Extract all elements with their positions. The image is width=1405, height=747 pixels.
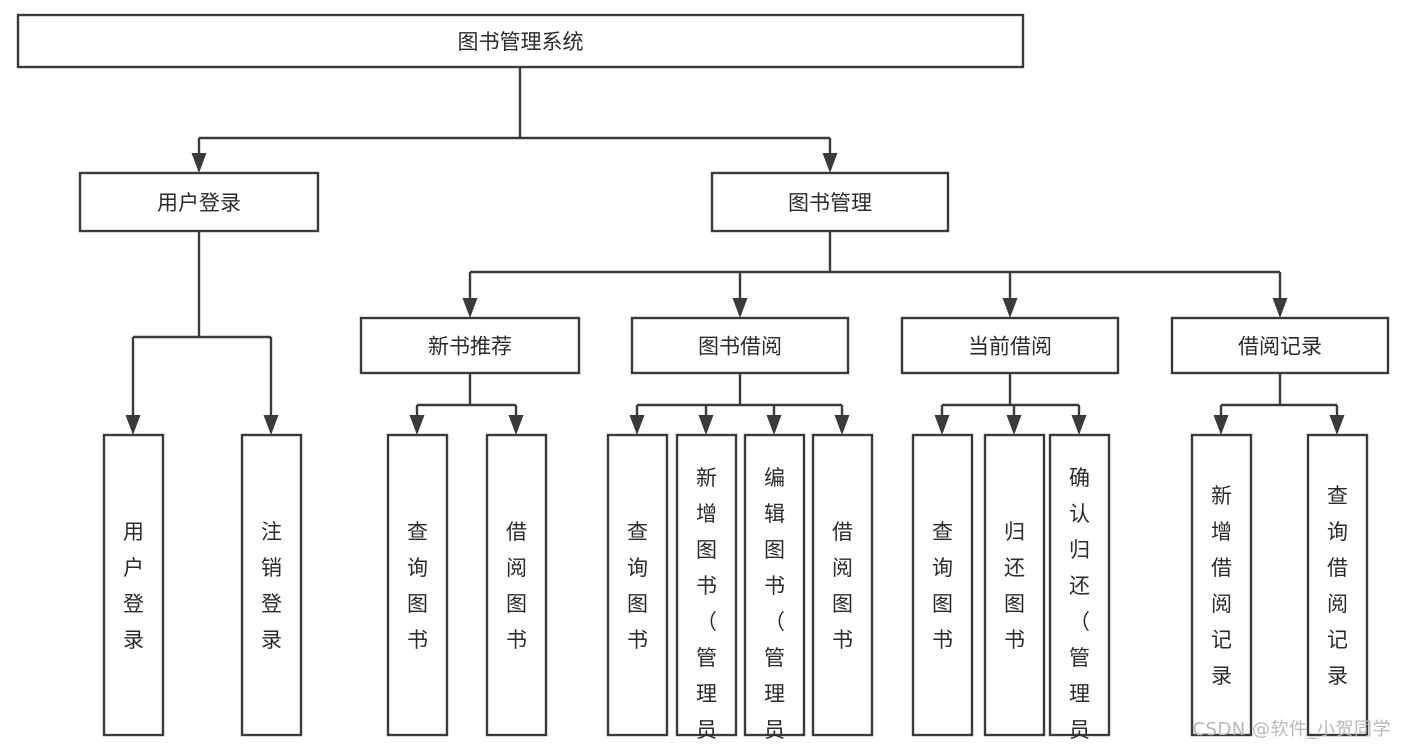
arrow-down-icon: [1213, 415, 1229, 435]
node-layer: 图书管理系统用户登录图书管理新书推荐图书借阅当前借阅借阅记录用户登录注销登录查询…: [16, 13, 1390, 747]
node-new-book-recommend[interactable]: 新书推荐: [359, 316, 581, 375]
arrow-down-icon: [1272, 298, 1288, 318]
node-leaf-query-borrow-record[interactable]: 查询借阅记录: [1306, 433, 1369, 737]
node-box-leaf-query-book-recommend[interactable]: [386, 433, 449, 737]
node-leaf-logout[interactable]: 注销登录: [240, 433, 303, 737]
node-leaf-add-borrow-record[interactable]: 新增借阅记录: [1190, 433, 1253, 737]
node-label-leaf-logout: 注销登录: [261, 520, 282, 652]
node-label-leaf-add-book-admin: 新增图书（管理员）: [696, 466, 717, 747]
arrow-down-icon: [629, 415, 645, 435]
node-borrow-record[interactable]: 借阅记录: [1170, 316, 1390, 375]
node-label-book-management: 图书管理: [788, 191, 872, 215]
node-label-current-borrow: 当前借阅: [968, 335, 1052, 359]
node-leaf-user-login[interactable]: 用户登录: [102, 433, 165, 737]
node-label-leaf-return-book: 归还图书: [1004, 520, 1025, 652]
arrow-down-icon: [263, 415, 279, 435]
arrow-down-icon: [191, 153, 207, 173]
node-label-leaf-confirm-return-admin: 确认归还（管理员）: [1069, 466, 1090, 747]
arrow-down-icon: [125, 415, 141, 435]
node-root[interactable]: 图书管理系统: [16, 13, 1025, 69]
node-label-leaf-query-book: 查询图书: [627, 520, 648, 652]
node-box-leaf-query-borrow-record[interactable]: [1306, 433, 1369, 737]
node-box-leaf-logout[interactable]: [240, 433, 303, 737]
arrow-down-icon: [1329, 415, 1345, 435]
node-leaf-query-book-current[interactable]: 查询图书: [911, 433, 974, 737]
node-label-leaf-add-borrow-record: 新增借阅记录: [1211, 484, 1232, 688]
node-book-borrow[interactable]: 图书借阅: [630, 316, 850, 375]
arrow-down-icon: [1071, 415, 1087, 435]
node-box-leaf-borrow-book[interactable]: [811, 433, 874, 737]
node-leaf-return-book[interactable]: 归还图书: [983, 433, 1046, 737]
node-label-leaf-edit-book-admin: 编辑图书（管理员）: [764, 466, 785, 747]
node-box-user-login[interactable]: [78, 171, 320, 233]
node-label-leaf-borrow-book: 借阅图书: [832, 520, 853, 652]
node-box-leaf-user-login[interactable]: [102, 433, 165, 737]
node-leaf-query-book[interactable]: 查询图书: [606, 433, 669, 737]
node-box-leaf-add-book-admin[interactable]: [675, 433, 738, 737]
node-box-book-borrow[interactable]: [630, 316, 850, 375]
node-user-login[interactable]: 用户登录: [78, 171, 320, 233]
node-box-leaf-confirm-return-admin[interactable]: [1048, 433, 1111, 737]
node-box-current-borrow[interactable]: [900, 316, 1120, 375]
arrow-down-icon: [698, 415, 714, 435]
node-current-borrow[interactable]: 当前借阅: [900, 316, 1120, 375]
node-box-borrow-record[interactable]: [1170, 316, 1390, 375]
node-box-new-book-recommend[interactable]: [359, 316, 581, 375]
node-label-borrow-record: 借阅记录: [1238, 335, 1322, 359]
arrow-down-icon: [508, 415, 524, 435]
arrow-down-icon: [409, 415, 425, 435]
node-leaf-borrow-book[interactable]: 借阅图书: [811, 433, 874, 737]
node-box-leaf-borrow-book-recommend[interactable]: [485, 433, 548, 737]
node-leaf-edit-book-admin[interactable]: 编辑图书（管理员）: [743, 433, 806, 747]
arrow-down-icon: [1002, 298, 1018, 318]
node-label-new-book-recommend: 新书推荐: [428, 335, 512, 359]
node-box-leaf-query-book[interactable]: [606, 433, 669, 737]
node-label-user-login: 用户登录: [157, 191, 241, 215]
node-label-root: 图书管理系统: [458, 30, 584, 54]
node-book-management[interactable]: 图书管理: [710, 171, 950, 233]
arrow-down-icon: [462, 298, 478, 318]
connector-layer: [125, 67, 1345, 435]
node-box-leaf-return-book[interactable]: [983, 433, 1046, 737]
node-label-leaf-query-book-current: 查询图书: [932, 520, 953, 652]
node-box-book-management[interactable]: [710, 171, 950, 233]
arrow-down-icon: [732, 298, 748, 318]
node-box-root[interactable]: [16, 13, 1025, 69]
arrow-down-icon: [1006, 415, 1022, 435]
node-label-leaf-user-login: 用户登录: [123, 520, 144, 652]
node-box-leaf-query-book-current[interactable]: [911, 433, 974, 737]
node-box-leaf-edit-book-admin[interactable]: [743, 433, 806, 737]
node-label-leaf-borrow-book-recommend: 借阅图书: [506, 520, 527, 652]
node-leaf-add-book-admin[interactable]: 新增图书（管理员）: [675, 433, 738, 747]
node-label-book-borrow: 图书借阅: [698, 335, 782, 359]
node-leaf-query-book-recommend[interactable]: 查询图书: [386, 433, 449, 737]
arrow-down-icon: [822, 153, 838, 173]
node-label-leaf-query-borrow-record: 查询借阅记录: [1327, 484, 1348, 688]
node-label-leaf-query-book-recommend: 查询图书: [407, 520, 428, 652]
arrow-down-icon: [934, 415, 950, 435]
arrow-down-icon: [766, 415, 782, 435]
node-leaf-confirm-return-admin[interactable]: 确认归还（管理员）: [1048, 433, 1111, 747]
node-leaf-borrow-book-recommend[interactable]: 借阅图书: [485, 433, 548, 737]
arrow-down-icon: [834, 415, 850, 435]
node-box-leaf-add-borrow-record[interactable]: [1190, 433, 1253, 737]
